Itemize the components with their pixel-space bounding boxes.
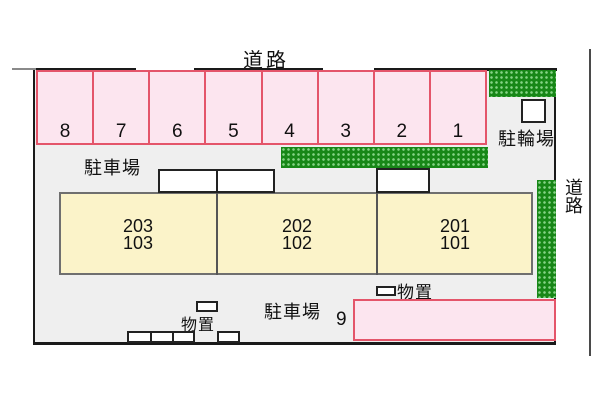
storage-label-right: 物置 [397,283,433,302]
boundary-wall-segment [194,68,323,71]
parking-space-number: 5 [228,121,239,142]
building-unit-label: 202 102 [217,216,377,253]
porch-divider [216,171,218,191]
storage-label-left: 物置 [181,317,216,334]
parking-space: 3 [319,72,375,143]
parking-space-number: 2 [396,121,408,142]
parking-space-number: 7 [115,121,127,142]
building-unit-divider [376,192,378,275]
storage-shed [217,331,240,343]
unit-number-upper: 201 [439,216,471,236]
unit-number-lower: 103 [122,233,154,253]
parking-space-number: 3 [340,121,351,142]
parking-lot-label-bottom: 駐車場 [264,302,321,322]
parking-space: 4 [263,72,319,143]
shed-divider [150,333,152,341]
road-edge-line-right [589,49,591,356]
storage-shed [376,286,396,296]
road-edge-line-left [12,68,36,70]
parking-space-number: 1 [452,121,464,142]
bicycle-parking-label: 駐輪場 [498,129,555,149]
unit-number-lower: 102 [281,233,313,253]
road-label-right: 道路 [565,178,583,216]
parking-space-9 [353,299,556,341]
trees-right-column [537,180,556,298]
bicycle-parking-area [521,99,546,123]
parking-lot-label-top: 駐車場 [84,158,141,178]
storage-shed-row [127,331,195,343]
boundary-wall-segment [36,68,136,71]
parking-space: 8 [38,72,95,143]
storage-shed [196,301,218,312]
hedge-row [281,147,488,168]
boundary-wall-segment [374,68,557,71]
parking-space-9-number: 9 [336,309,347,330]
parking-space: 6 [150,72,207,143]
shed-divider [172,333,174,341]
unit-number-lower: 101 [439,233,471,253]
unit-number-upper: 202 [281,216,313,236]
parking-space-number: 6 [172,121,183,142]
parking-space: 7 [94,72,151,143]
parking-space-number: 4 [284,121,295,142]
parking-spaces-row: 8 7 6 5 4 3 2 1 [36,70,487,145]
entrance-porch [158,169,275,193]
building-unit-label: 203 103 [59,216,217,253]
trees-top-right [489,70,556,97]
parking-space-number: 8 [59,121,71,142]
building-unit-divider [216,192,218,275]
parking-space: 1 [431,72,485,143]
road-label-top: 道路 [243,50,289,72]
unit-number-upper: 203 [122,216,154,236]
building-unit-label: 201 101 [377,216,533,253]
entrance-porch [376,168,430,193]
building-outline [59,192,533,275]
parking-space: 5 [206,72,263,143]
parking-space: 2 [375,72,431,143]
